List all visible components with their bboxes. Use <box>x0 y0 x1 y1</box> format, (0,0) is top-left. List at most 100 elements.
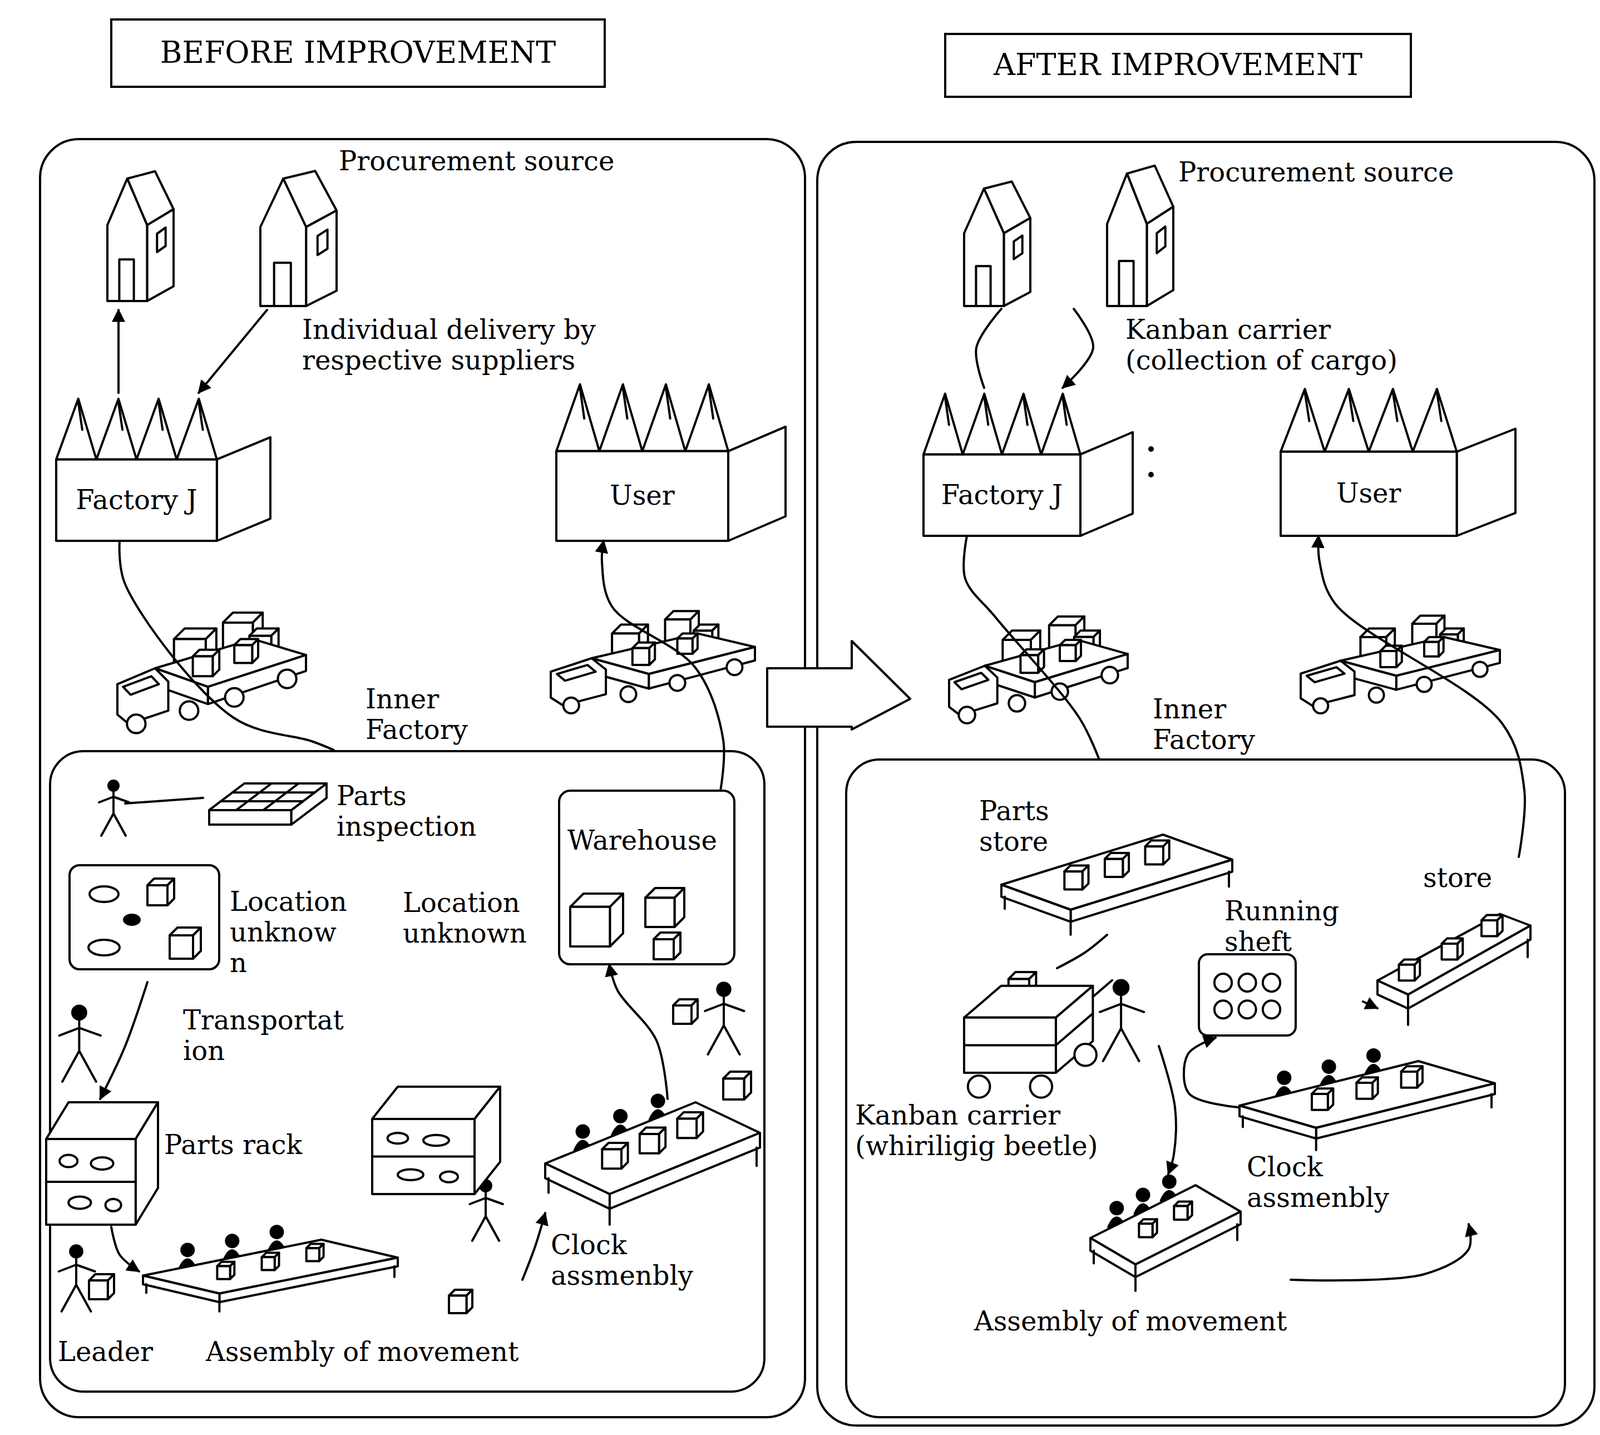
truck-window <box>122 675 159 695</box>
kanban-slot <box>1238 973 1256 992</box>
worker-head <box>1163 1175 1176 1188</box>
transition-arrow <box>767 640 911 730</box>
part-icon <box>124 914 140 925</box>
cart-wheel <box>1074 1043 1097 1066</box>
rack-front <box>372 1118 475 1194</box>
truck-illustration <box>949 616 1128 724</box>
worker-head <box>614 1109 627 1123</box>
connector <box>1290 1223 1471 1281</box>
edge-label: Individual delivery by respective suppli… <box>300 314 679 376</box>
node-label: User <box>556 480 729 511</box>
connector <box>963 535 1099 759</box>
truck-wheel <box>1101 667 1119 684</box>
box-icon <box>1104 858 1123 877</box>
connector <box>609 964 668 1099</box>
connector <box>522 1212 546 1280</box>
truck-wheel <box>1472 661 1488 677</box>
node-label: store <box>1423 862 1493 893</box>
worker-figure <box>704 982 744 1055</box>
box-icon <box>1059 645 1076 662</box>
truck-wheel <box>225 688 244 707</box>
kanban-slot <box>1214 973 1232 992</box>
house-door <box>119 259 134 301</box>
rack-front <box>46 1138 136 1225</box>
part-icon <box>387 1132 409 1144</box>
node-label: Clock assmenbly <box>1246 1151 1390 1213</box>
text-holder: Clock assmenbly <box>1246 1151 1390 1213</box>
factory-side <box>1457 428 1516 537</box>
part-icon <box>68 1196 91 1209</box>
factory-roof-shading <box>623 387 628 419</box>
factory-roof <box>556 384 729 452</box>
worker-head <box>1367 1049 1380 1062</box>
inspection-reach <box>125 797 204 804</box>
conveyor-side <box>1316 1083 1495 1139</box>
node-shape <box>46 1098 347 1227</box>
node-label: Warehouse <box>567 825 718 856</box>
edge-label: Kanban carrier (collection of cargo) <box>1123 314 1469 376</box>
stick-figure <box>469 1191 503 1241</box>
factory-roof-shading <box>1393 392 1398 422</box>
truck-illustration <box>550 610 755 714</box>
node-label: Inner Factory <box>365 683 468 745</box>
truck-wheel <box>1008 694 1026 712</box>
box-icon <box>1173 1206 1188 1220</box>
connector <box>601 540 725 791</box>
running-shelf: Running sheft <box>1196 892 1364 1038</box>
conveyor-side <box>1239 1105 1317 1139</box>
kanban-carrier: Kanban carrier (whiriligig beetle) <box>853 968 1159 1166</box>
truck-window <box>1306 667 1345 683</box>
connector <box>198 309 268 393</box>
truck-bed <box>1396 649 1500 690</box>
text-holder: Assembly of movement <box>974 1305 1287 1337</box>
text-holder: Procurement source <box>1178 156 1454 188</box>
carried-box <box>723 1071 752 1100</box>
conveyor-side <box>1090 1237 1136 1277</box>
tray-grid <box>220 783 315 811</box>
text-holder: Factory J <box>56 484 217 516</box>
node-label: Parts rack <box>164 1129 303 1160</box>
factory-roof <box>56 398 217 460</box>
connector <box>111 1226 140 1272</box>
connector <box>100 981 148 1099</box>
rack-side <box>474 1086 501 1194</box>
text-holder: Location unknow n <box>229 886 348 979</box>
node-label: Inner Factory <box>1152 693 1256 755</box>
worker-head <box>1110 1201 1123 1214</box>
parts-area: Location unknow n <box>69 865 373 982</box>
truck-bed <box>208 654 306 704</box>
worker-head <box>1322 1060 1336 1073</box>
box-icon <box>653 939 674 960</box>
text-holder: Warehouse <box>567 825 718 856</box>
part-icon <box>90 1157 113 1170</box>
kanban-slot <box>1238 1000 1256 1019</box>
box-icon <box>1311 1093 1328 1110</box>
truck-bed <box>648 647 755 689</box>
person-head <box>717 982 730 996</box>
factory-roof-shading <box>580 387 585 419</box>
factory-roof-shading <box>945 397 950 426</box>
box-icon <box>609 893 624 947</box>
stick-figure <box>704 995 744 1055</box>
truck-wheel <box>620 686 636 703</box>
stick-figure <box>59 1019 102 1082</box>
node-shape <box>1280 382 1516 536</box>
box-icon <box>262 1256 275 1270</box>
truck-wheel <box>1416 676 1432 692</box>
user-building: User <box>556 377 786 541</box>
assembly-line: Clock assmenbly <box>1237 1057 1503 1224</box>
truck-bed <box>1034 653 1128 698</box>
inner-factory-outline <box>50 751 765 1392</box>
box-icon <box>601 1149 622 1169</box>
worker-head <box>225 1234 239 1247</box>
box-icon <box>1145 846 1164 864</box>
title-box: AFTER IMPROVEMENT <box>944 32 1412 98</box>
inner-factory-area: Inner FactoryParts storestoreRunning she… <box>845 758 1567 1419</box>
location-box <box>69 865 220 970</box>
node-label: Clock assmenbly <box>550 1229 694 1291</box>
conveyor-leg <box>146 1266 395 1312</box>
box-icon <box>645 897 675 928</box>
house-front <box>1107 173 1147 306</box>
